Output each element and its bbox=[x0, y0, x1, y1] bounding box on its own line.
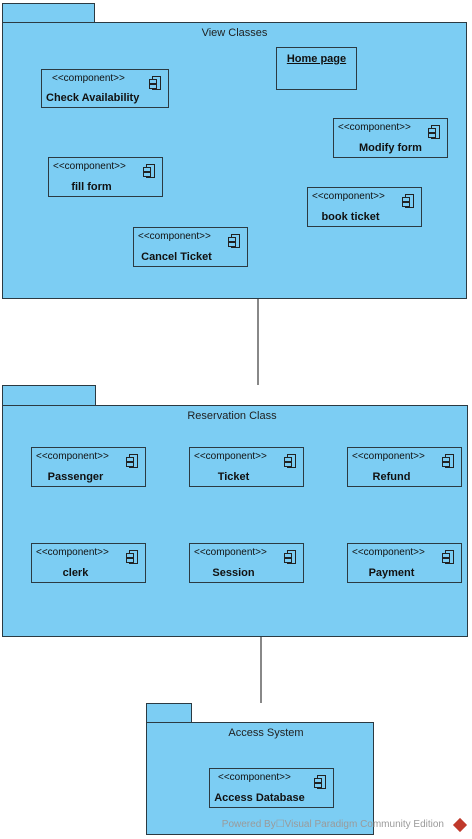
stereotype-label: <<component>> bbox=[52, 73, 125, 84]
cancel-ticket-component[interactable]: <<component>> Cancel Ticket bbox=[133, 227, 248, 267]
fill-form-component[interactable]: <<component>> fill form bbox=[48, 157, 163, 197]
stereotype-label: <<component>> bbox=[194, 547, 267, 558]
ticket-component[interactable]: <<component>> Ticket bbox=[189, 447, 304, 487]
stereotype-label: <<component>> bbox=[352, 451, 425, 462]
component-icon bbox=[284, 550, 296, 564]
component-icon bbox=[228, 234, 240, 248]
package-title: Access System bbox=[228, 727, 304, 739]
package-title: View Classes bbox=[201, 27, 268, 39]
component-name: Ticket bbox=[217, 471, 250, 483]
stereotype-label: <<component>> bbox=[36, 451, 109, 462]
stereotype-label: <<component>> bbox=[218, 772, 291, 783]
stereotype-label: <<component>> bbox=[53, 161, 126, 172]
component-name: Cancel Ticket bbox=[141, 251, 212, 263]
component-name: Check Availability bbox=[46, 92, 140, 104]
access-package-tab bbox=[146, 703, 192, 723]
component-icon bbox=[442, 550, 454, 564]
component-name: clerk bbox=[62, 567, 89, 579]
session-component[interactable]: <<component>> Session bbox=[189, 543, 304, 583]
component-name: Session bbox=[212, 567, 255, 579]
book-ticket-component[interactable]: <<component>> book ticket bbox=[307, 187, 422, 227]
component-icon bbox=[402, 194, 414, 208]
reservation-package-tab bbox=[2, 385, 96, 406]
component-icon bbox=[428, 125, 440, 139]
component-icon bbox=[314, 775, 326, 789]
stereotype-label: <<component>> bbox=[36, 547, 109, 558]
view-package-tab bbox=[2, 3, 95, 23]
stereotype-label: <<component>> bbox=[352, 547, 425, 558]
clerk-component[interactable]: <<component>> clerk bbox=[31, 543, 146, 583]
stereotype-label: <<component>> bbox=[138, 231, 211, 242]
stereotype-label: <<component>> bbox=[312, 191, 385, 202]
component-icon bbox=[143, 164, 155, 178]
passenger-component[interactable]: <<component>> Passenger bbox=[31, 447, 146, 487]
refund-component[interactable]: <<component>> Refund bbox=[347, 447, 462, 487]
check-availability-component[interactable]: <<component>> Check Availability bbox=[41, 69, 169, 108]
component-name: fill form bbox=[71, 181, 112, 193]
component-icon bbox=[126, 550, 138, 564]
component-icon bbox=[284, 454, 296, 468]
stereotype-label: <<component>> bbox=[338, 122, 411, 133]
home-page-class[interactable]: Home page bbox=[276, 47, 357, 90]
component-icon bbox=[149, 76, 161, 90]
class-name: Home page bbox=[286, 53, 347, 65]
stereotype-label: <<component>> bbox=[194, 451, 267, 462]
component-name: Payment bbox=[368, 567, 415, 579]
component-name: book ticket bbox=[321, 211, 380, 223]
component-name: Modify form bbox=[359, 142, 422, 154]
component-name: Access Database bbox=[214, 792, 305, 804]
component-icon bbox=[126, 454, 138, 468]
powered-by-footer: Powered By☐Visual Paradigm Community Edi… bbox=[221, 819, 444, 830]
component-name: Passenger bbox=[47, 471, 104, 483]
reservation-class-package: Reservation Class bbox=[2, 405, 468, 637]
component-icon bbox=[442, 454, 454, 468]
payment-component[interactable]: <<component>> Payment bbox=[347, 543, 462, 583]
component-name: Refund bbox=[372, 471, 411, 483]
access-database-component[interactable]: <<component>> Access Database bbox=[209, 768, 334, 808]
package-title: Reservation Class bbox=[187, 410, 277, 422]
modify-form-component[interactable]: <<component>> Modify form bbox=[333, 118, 448, 158]
